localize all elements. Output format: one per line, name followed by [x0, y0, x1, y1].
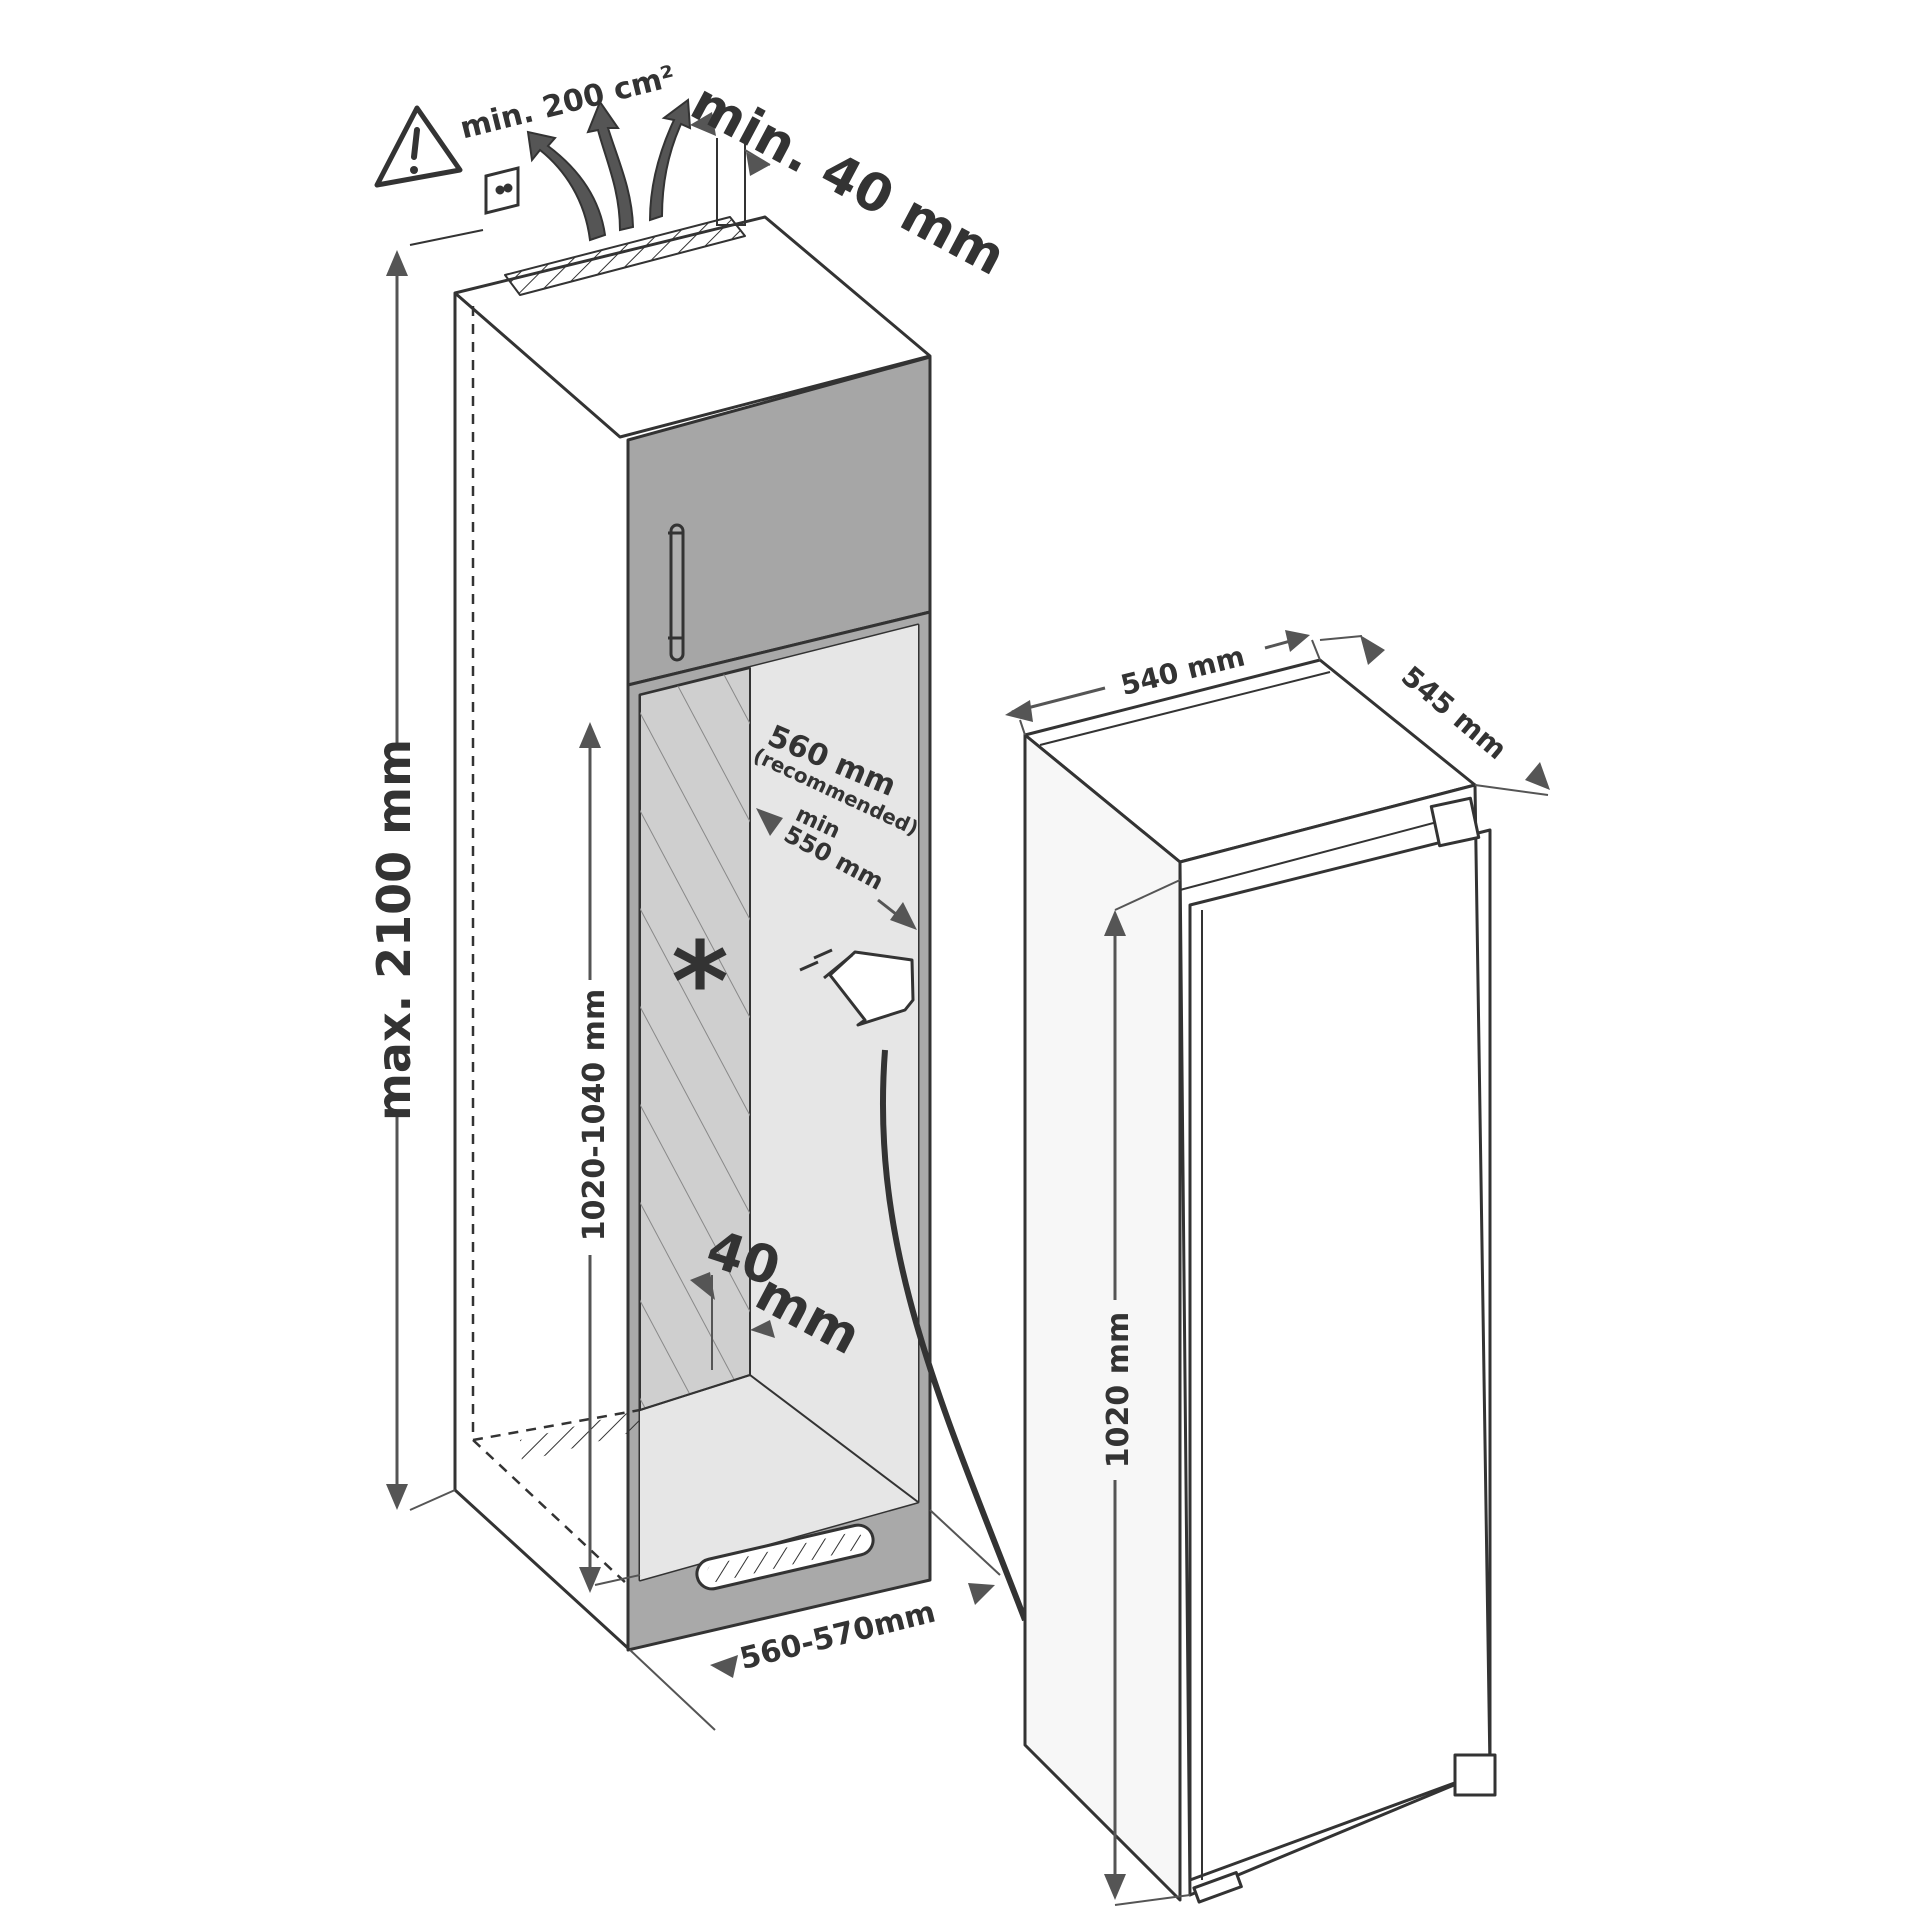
appliance-side	[1023, 733, 1182, 1902]
niche-back-panel-pattern	[640, 668, 750, 1410]
top-hinge	[1429, 796, 1481, 848]
plug-body	[828, 950, 915, 1027]
appliance-dimensions	[1005, 630, 1550, 1906]
hidden-floor-diagonal	[472, 1439, 629, 1586]
height-arrow-top	[1104, 910, 1126, 936]
depth-extension-top	[1319, 635, 1363, 641]
power-plug-icon	[799, 948, 1028, 1622]
top-gap-line	[744, 149, 771, 166]
asterisk-icon: *	[671, 918, 729, 1046]
plinth-vent-grille	[706, 1532, 864, 1582]
niche-width-extension-left	[629, 1649, 716, 1731]
appliance-height-label: 1020 mm	[1101, 1312, 1136, 1468]
airflow-arrow-icon	[526, 98, 692, 242]
height-extension-top	[1114, 879, 1181, 911]
niche-height-arrow-top	[579, 722, 601, 748]
min-depth-arrow-left	[756, 808, 783, 836]
depth-arrow-bottom	[1525, 762, 1550, 790]
width-arrow-right	[1285, 630, 1310, 652]
min-depth-arrow-right	[890, 902, 917, 930]
niche-height-label: 1020-1040 mm	[577, 989, 612, 1241]
vent-area-label: min. 200 cm²	[457, 59, 679, 146]
rear-top-box	[716, 138, 746, 226]
width-arrow-left	[1005, 700, 1033, 722]
power-cord	[879, 1049, 1028, 1622]
handle-bar	[669, 523, 685, 662]
socket-wall-line	[409, 229, 484, 246]
top-vent-gap	[504, 216, 746, 296]
plug-pin-2	[813, 948, 833, 960]
niche-floor-edge	[639, 1374, 919, 1503]
top-gap-arrow-right	[746, 152, 770, 176]
width-extension-right	[1311, 639, 1321, 661]
appliance-top-rear-edge	[1039, 671, 1331, 746]
depth-extension-bottom	[1474, 784, 1549, 796]
niche-height-extension	[594, 1574, 641, 1586]
dimension-lines	[386, 112, 1001, 1731]
appliance	[1023, 658, 1497, 1904]
max-height-arrow-top	[386, 250, 408, 276]
width-extension-left	[1019, 719, 1026, 736]
power-socket-icon	[484, 166, 520, 215]
bottom-foot	[1192, 1871, 1243, 1904]
depth-arrow-top	[1360, 635, 1385, 665]
airflow-arrow-left	[526, 130, 607, 242]
cabinet-handle	[668, 523, 685, 662]
max-height-extension	[409, 1489, 456, 1511]
cabinet	[453, 215, 932, 1652]
back-gap-arrow-left	[690, 1272, 715, 1300]
max-height-label: max. 2100 mm	[367, 739, 421, 1121]
max-height-arrow-bottom	[386, 1484, 408, 1510]
plug-face	[823, 953, 853, 980]
appliance-front	[1178, 783, 1492, 1897]
niche-width-arrow-right	[968, 1583, 995, 1605]
bottom-hinge	[1453, 1753, 1497, 1797]
back-gap-arrow-right	[750, 1320, 775, 1338]
appliance-top-front-edge	[1179, 811, 1476, 891]
cabinet-hidden-edges	[471, 306, 641, 1586]
height-extension-bottom	[1114, 1894, 1191, 1906]
airflow-arrow-right	[648, 98, 692, 222]
height-arrow-bottom	[1104, 1874, 1126, 1900]
bottom-vent-gap	[520, 1410, 640, 1462]
niche-height-arrow-bottom	[579, 1567, 601, 1593]
plug-pin-1	[799, 960, 819, 972]
niche-width-arrow-left	[710, 1655, 738, 1678]
top-gap-arrow-left	[690, 112, 716, 136]
warning-triangle-icon	[374, 105, 463, 188]
niche-width-extension-right	[929, 1509, 1001, 1576]
airflow-arrow-middle	[586, 99, 635, 232]
